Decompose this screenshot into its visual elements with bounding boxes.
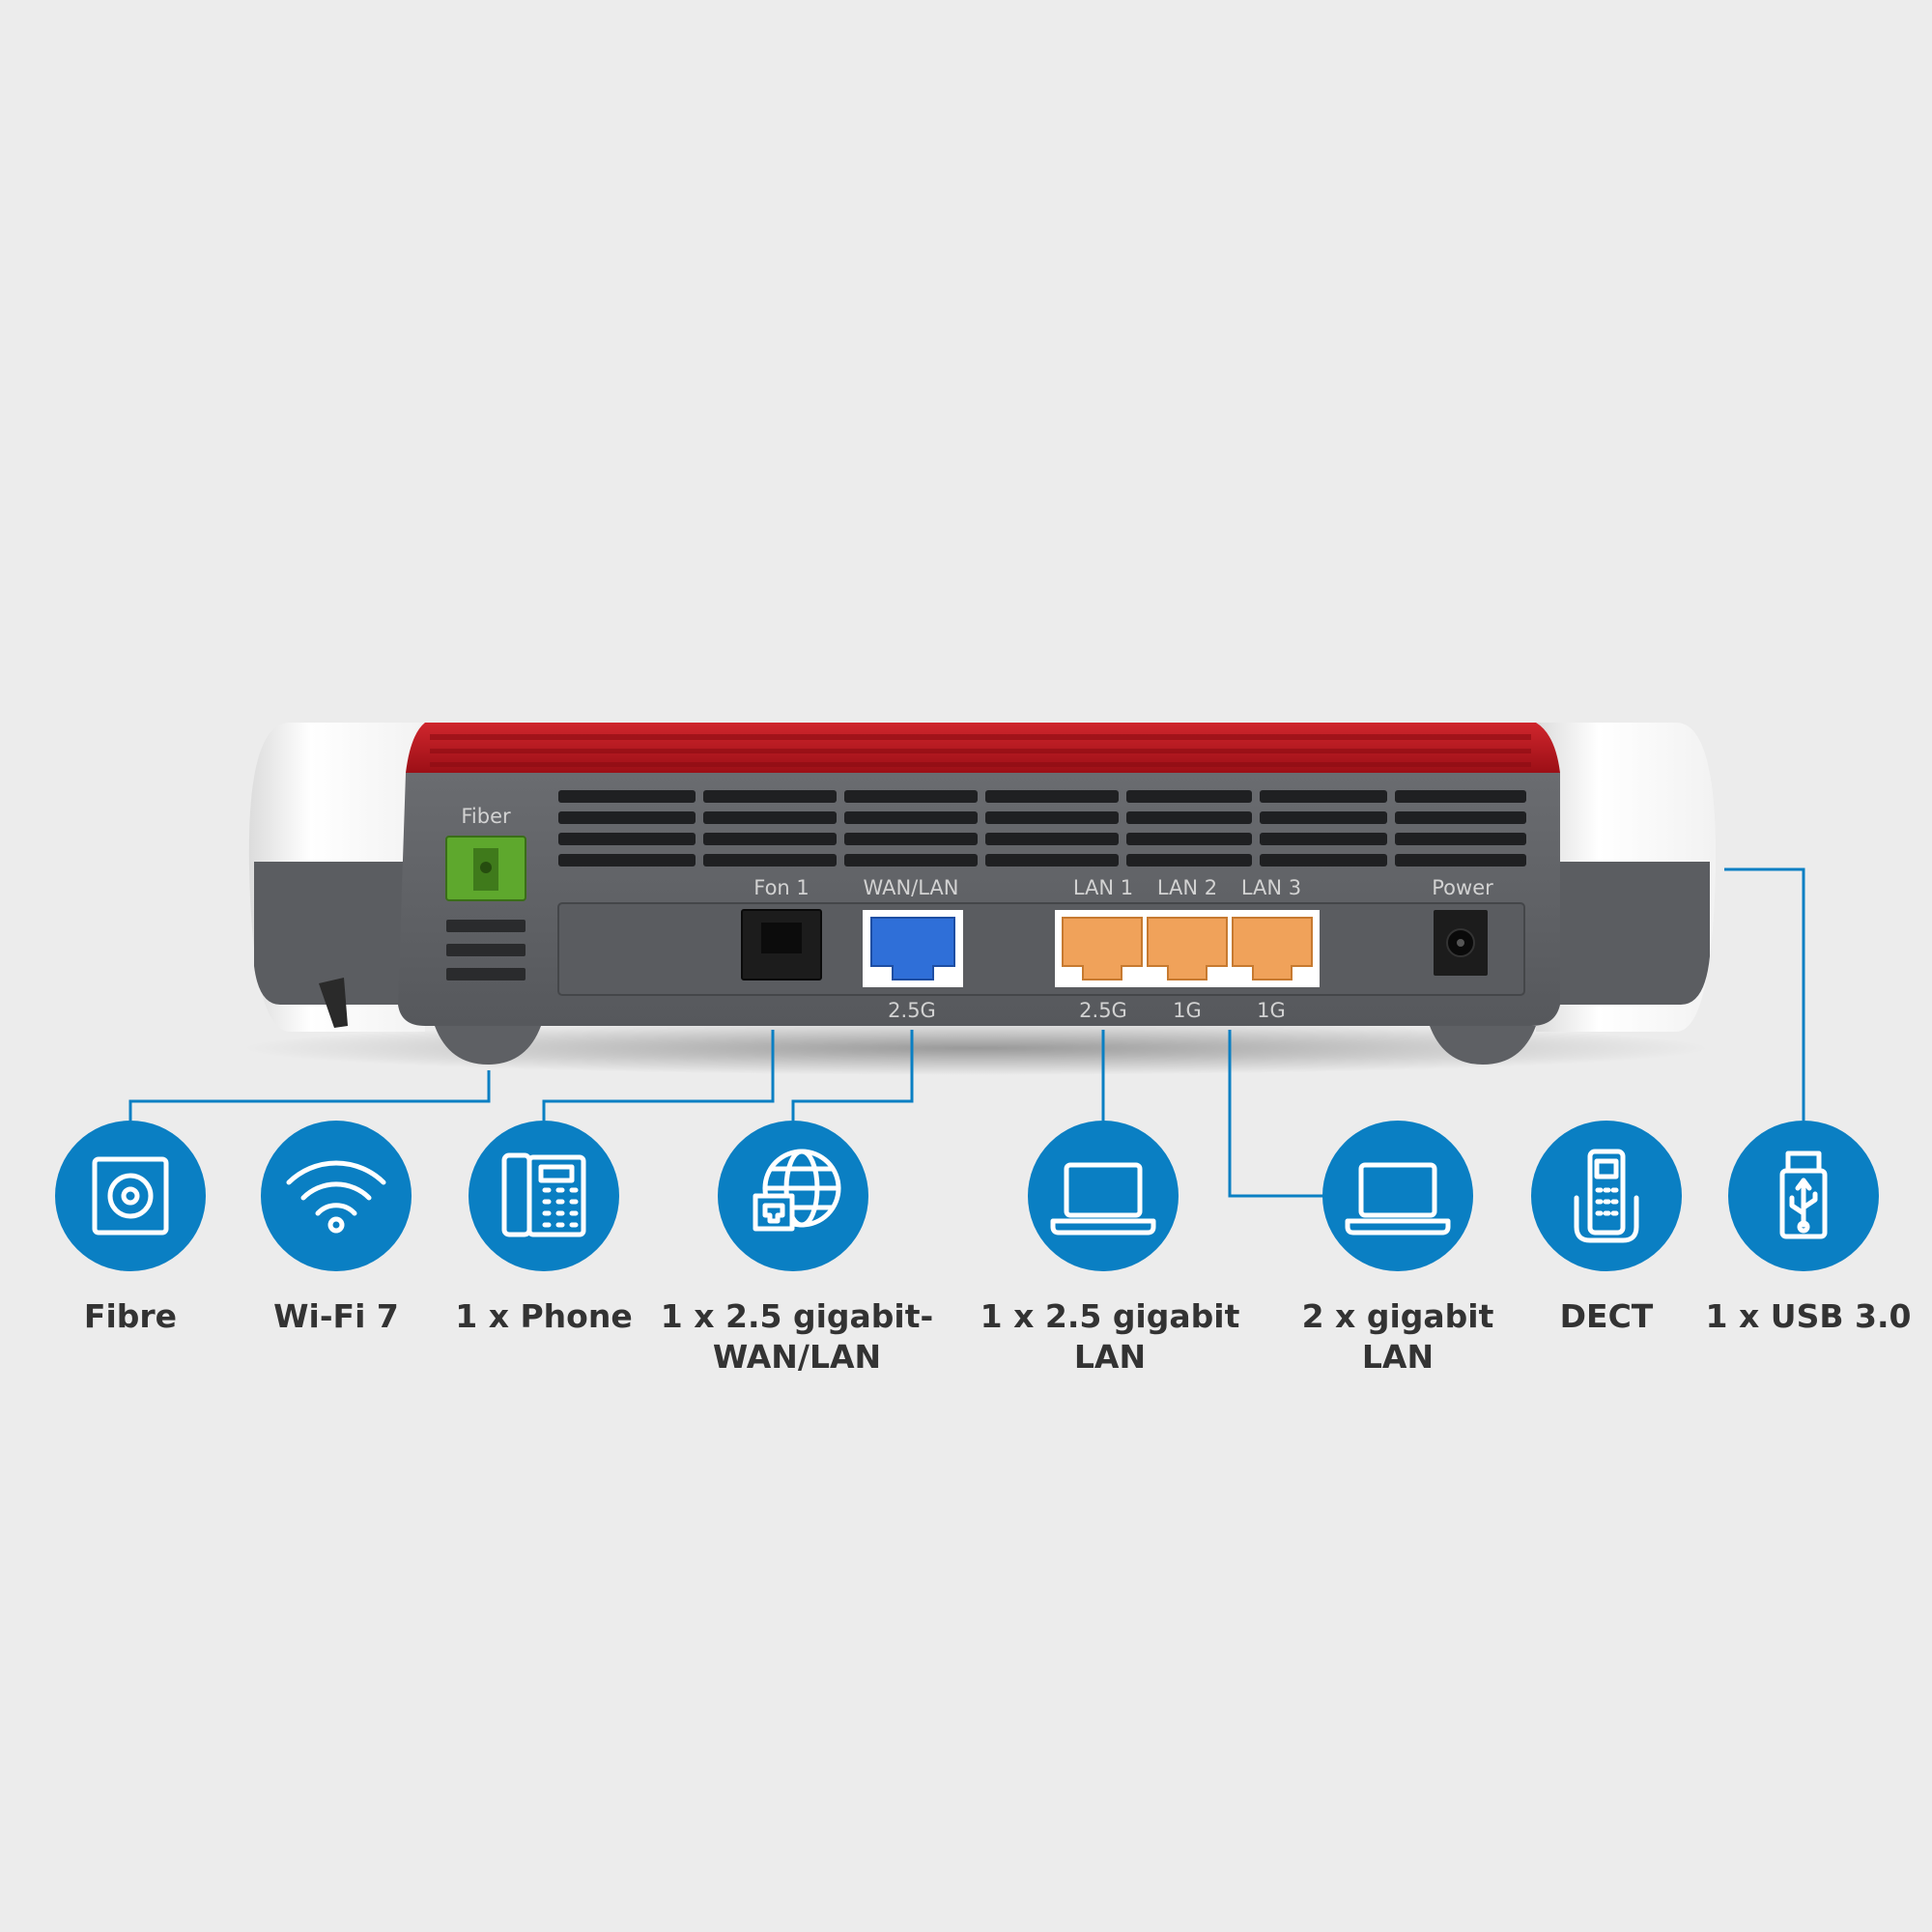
feature-label-wan-lan-line2: WAN/LAN xyxy=(713,1338,881,1376)
vent-slot xyxy=(1395,854,1526,867)
connector-usb xyxy=(1724,867,1805,1121)
dect-handset-icon xyxy=(1574,1149,1639,1243)
router-right-cap xyxy=(1536,723,1717,1032)
feature-label-usb: 1 x USB 3.0 xyxy=(1706,1297,1912,1335)
port-label-fon1: Fon 1 xyxy=(753,876,810,899)
vent-slot xyxy=(558,833,696,845)
usb-feature xyxy=(1728,1121,1879,1271)
vent-slot xyxy=(1260,811,1387,824)
port-label-lan2: LAN 2 xyxy=(1157,876,1217,899)
feature-label-lan-gigabit-line2: LAN xyxy=(1362,1338,1434,1376)
vent-slot xyxy=(985,811,1119,824)
vent-grille xyxy=(558,790,1526,867)
dect-feature xyxy=(1531,1121,1682,1271)
fiber-port[interactable] xyxy=(445,836,526,901)
speed-label-lan2: 1G xyxy=(1173,999,1202,1022)
phone-feature xyxy=(469,1121,619,1271)
feature-icons xyxy=(55,1121,1879,1271)
lan-25-feature xyxy=(1028,1121,1179,1271)
vent-slot xyxy=(1395,833,1526,845)
vent-slot xyxy=(844,811,978,824)
laptop-icon-2 xyxy=(1345,1162,1451,1236)
feature-label-phone: 1 x Phone xyxy=(455,1297,632,1335)
vent-slot xyxy=(1260,854,1387,867)
vent-slot xyxy=(703,833,837,845)
power-port[interactable] xyxy=(1434,910,1488,976)
speed-label-wan-lan: 2.5G xyxy=(888,999,936,1022)
vent-slot xyxy=(703,811,837,824)
vent-slot xyxy=(1395,790,1526,803)
connector-lan-gigabit xyxy=(1228,1030,1323,1198)
port-label-wan-lan: WAN/LAN xyxy=(863,876,958,899)
port-label-fiber: Fiber xyxy=(461,805,511,828)
feature-label-lan-25-line2: LAN xyxy=(1074,1338,1146,1376)
vent-slot xyxy=(844,790,978,803)
wan-lan-port[interactable] xyxy=(863,910,963,987)
vent-slot xyxy=(1395,811,1526,824)
phone-icon xyxy=(501,1152,586,1237)
fibre-feature xyxy=(55,1121,206,1271)
vent-slot xyxy=(985,833,1119,845)
fiber-vents xyxy=(446,920,526,980)
usb-stick-icon xyxy=(1779,1151,1828,1239)
fibre-icon xyxy=(92,1156,169,1236)
globe-network-icon xyxy=(753,1149,841,1232)
vent-slot xyxy=(985,790,1119,803)
lan-gigabit-feature xyxy=(1322,1121,1473,1271)
laptop-icon xyxy=(1050,1162,1156,1236)
vent-slot xyxy=(1260,790,1387,803)
vent-slot xyxy=(703,854,837,867)
speed-label-lan1: 2.5G xyxy=(1079,999,1127,1022)
fon1-port[interactable] xyxy=(741,909,822,980)
vent-slot xyxy=(844,854,978,867)
feature-label-dect: DECT xyxy=(1560,1297,1654,1335)
connector-lines xyxy=(128,867,1805,1198)
vent-slot xyxy=(558,811,696,824)
lan-ports[interactable] xyxy=(1055,910,1320,987)
port-panel xyxy=(557,902,1525,996)
vent-slot xyxy=(558,790,696,803)
feature-label-fibre: Fibre xyxy=(84,1297,177,1335)
vent-slot xyxy=(1126,811,1252,824)
feature-labels: Fibre Wi-Fi 7 1 x Phone 1 x 2.5 gigabit-… xyxy=(84,1297,1912,1376)
vent-slot xyxy=(1260,833,1387,845)
router-shadow xyxy=(242,1021,1710,1075)
vent-slot xyxy=(558,854,696,867)
feature-label-lan-gigabit-line1: 2 x gigabit xyxy=(1302,1297,1494,1335)
feature-label-wifi: Wi-Fi 7 xyxy=(273,1297,399,1335)
vent-slot xyxy=(844,833,978,845)
connector-phone xyxy=(542,1030,775,1121)
port-label-lan3: LAN 3 xyxy=(1241,876,1301,899)
port-label-power: Power xyxy=(1432,876,1493,899)
wan-lan-feature xyxy=(718,1121,868,1271)
feature-label-lan-25-line1: 1 x 2.5 gigabit xyxy=(980,1297,1240,1335)
wifi-feature xyxy=(261,1121,412,1271)
vent-slot xyxy=(703,790,837,803)
vent-slot xyxy=(1126,790,1252,803)
router-red-cover xyxy=(406,723,1560,773)
connector-wan-lan xyxy=(791,1030,914,1121)
router-feet xyxy=(435,1026,1536,1065)
vent-slot xyxy=(1126,854,1252,867)
connector-fibre xyxy=(128,1070,491,1121)
vent-slot xyxy=(985,854,1119,867)
feature-label-wan-lan-line1: 1 x 2.5 gigabit- xyxy=(661,1297,933,1335)
wifi-icon xyxy=(286,1160,386,1234)
router-left-cap xyxy=(248,723,425,1032)
vent-slot xyxy=(1126,833,1252,845)
port-label-lan1: LAN 1 xyxy=(1073,876,1133,899)
speed-label-lan3: 1G xyxy=(1257,999,1286,1022)
